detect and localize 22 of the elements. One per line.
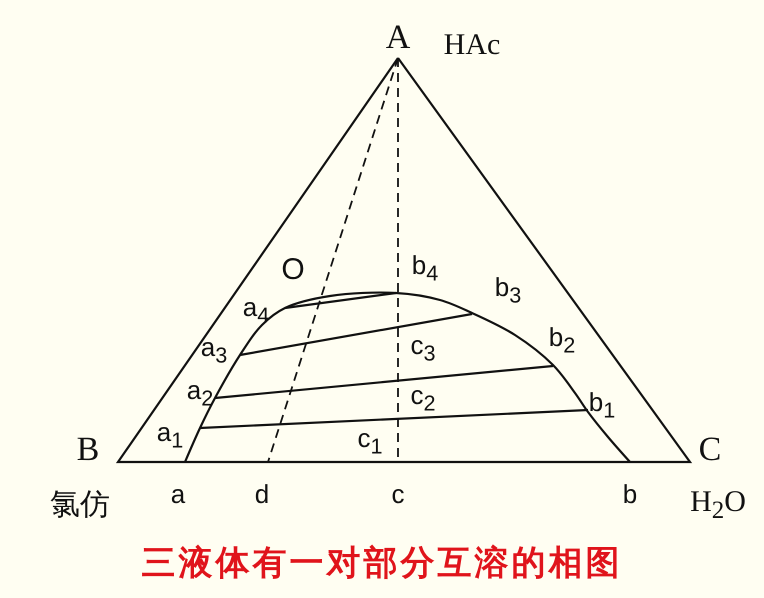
- point-label: b$_{2}$: [548, 324, 576, 356]
- point-label: a$_{2}$: [186, 377, 214, 409]
- point-label: b$_{3}$: [494, 274, 522, 306]
- point-label: HAc: [444, 30, 500, 60]
- point-label: 氯仿: [50, 490, 110, 520]
- point-label: c: [392, 481, 404, 507]
- point-label: a$_{3}$: [200, 334, 228, 366]
- point-label: c$_{2}$: [410, 382, 436, 414]
- point-label: d: [254, 481, 270, 507]
- point-label: c$_{3}$: [410, 332, 436, 364]
- caption: 三液体有一对部分互溶的相图: [140, 542, 624, 585]
- point-label: b: [622, 481, 638, 507]
- point-label: H$_{2}$O: [690, 487, 746, 523]
- point-label: a: [170, 481, 186, 507]
- point-label: c$_{1}$: [357, 425, 383, 457]
- point-label: b$_{1}$: [588, 389, 616, 421]
- point-label: A: [386, 21, 410, 55]
- point-label: O: [281, 255, 305, 285]
- point-label: a$_{1}$: [156, 419, 184, 451]
- point-label: C: [698, 433, 722, 467]
- point-label: B: [76, 433, 100, 467]
- point-label: b$_{4}$: [412, 252, 438, 284]
